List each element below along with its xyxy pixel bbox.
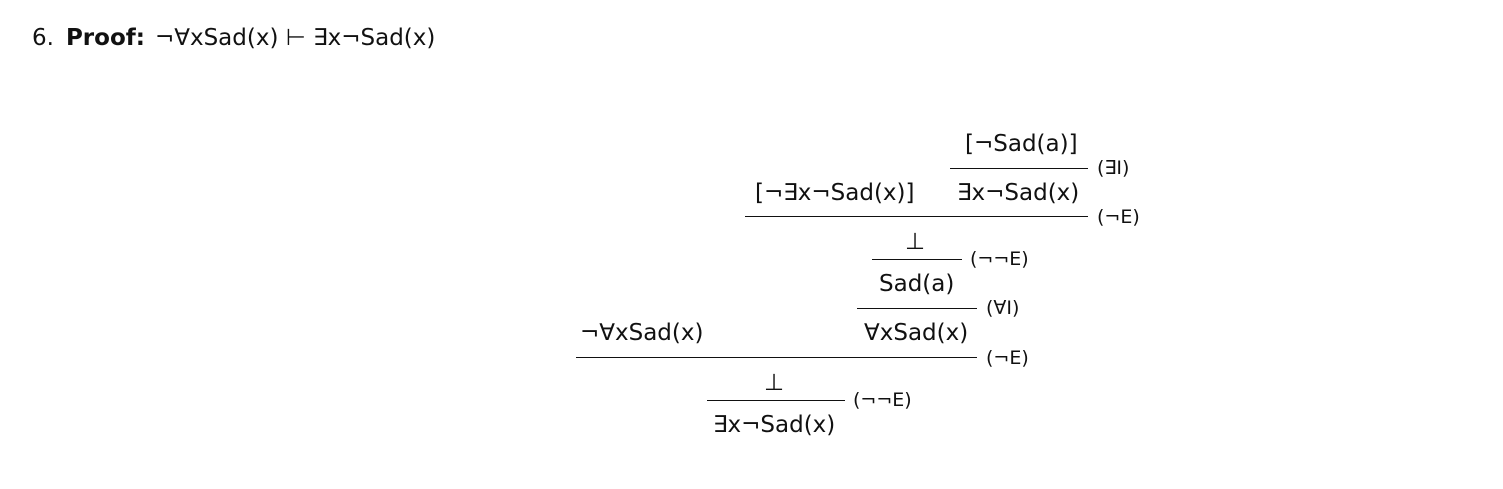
inference-line-dneg-elim-1	[872, 259, 962, 260]
conclusion: ∃x¬Sad(x)	[713, 412, 836, 438]
rule-forall-intro: (∀I)	[986, 297, 1020, 319]
inference-line-neg-elim-1	[745, 216, 1088, 217]
sequent: ¬∀xSad(x) ⊢ ∃x¬Sad(x)	[154, 25, 436, 51]
rule-exists-intro: (∃I)	[1097, 157, 1130, 179]
assumption-neg-exists: [¬∃x¬Sad(x)]	[755, 180, 915, 206]
rule-dneg-elim-1: (¬¬E)	[970, 248, 1029, 270]
forall-sad: ∀xSad(x)	[864, 320, 969, 346]
inference-line-forall-intro	[857, 308, 977, 309]
exercise-number: 6.	[32, 25, 54, 51]
exists-not-sad-inner: ∃x¬Sad(x)	[957, 180, 1080, 206]
assumption-neg-sad-a: [¬Sad(a)]	[965, 131, 1078, 157]
bottom-2: ⊥	[764, 370, 785, 396]
premise: ¬∀xSad(x)	[580, 320, 704, 346]
rule-neg-elim-1: (¬E)	[1097, 206, 1140, 228]
inference-line-exists-intro	[950, 168, 1088, 169]
sad-a: Sad(a)	[879, 271, 955, 297]
bottom-1: ⊥	[905, 229, 926, 255]
rule-neg-elim-2: (¬E)	[986, 347, 1029, 369]
proof-label: Proof:	[65, 25, 145, 51]
rule-dneg-elim-2: (¬¬E)	[853, 389, 912, 411]
exercise-heading: 6. Proof: ¬∀xSad(x) ⊢ ∃x¬Sad(x)	[32, 22, 435, 54]
inference-line-neg-elim-2	[576, 357, 977, 358]
inference-line-dneg-elim-2	[707, 400, 845, 401]
